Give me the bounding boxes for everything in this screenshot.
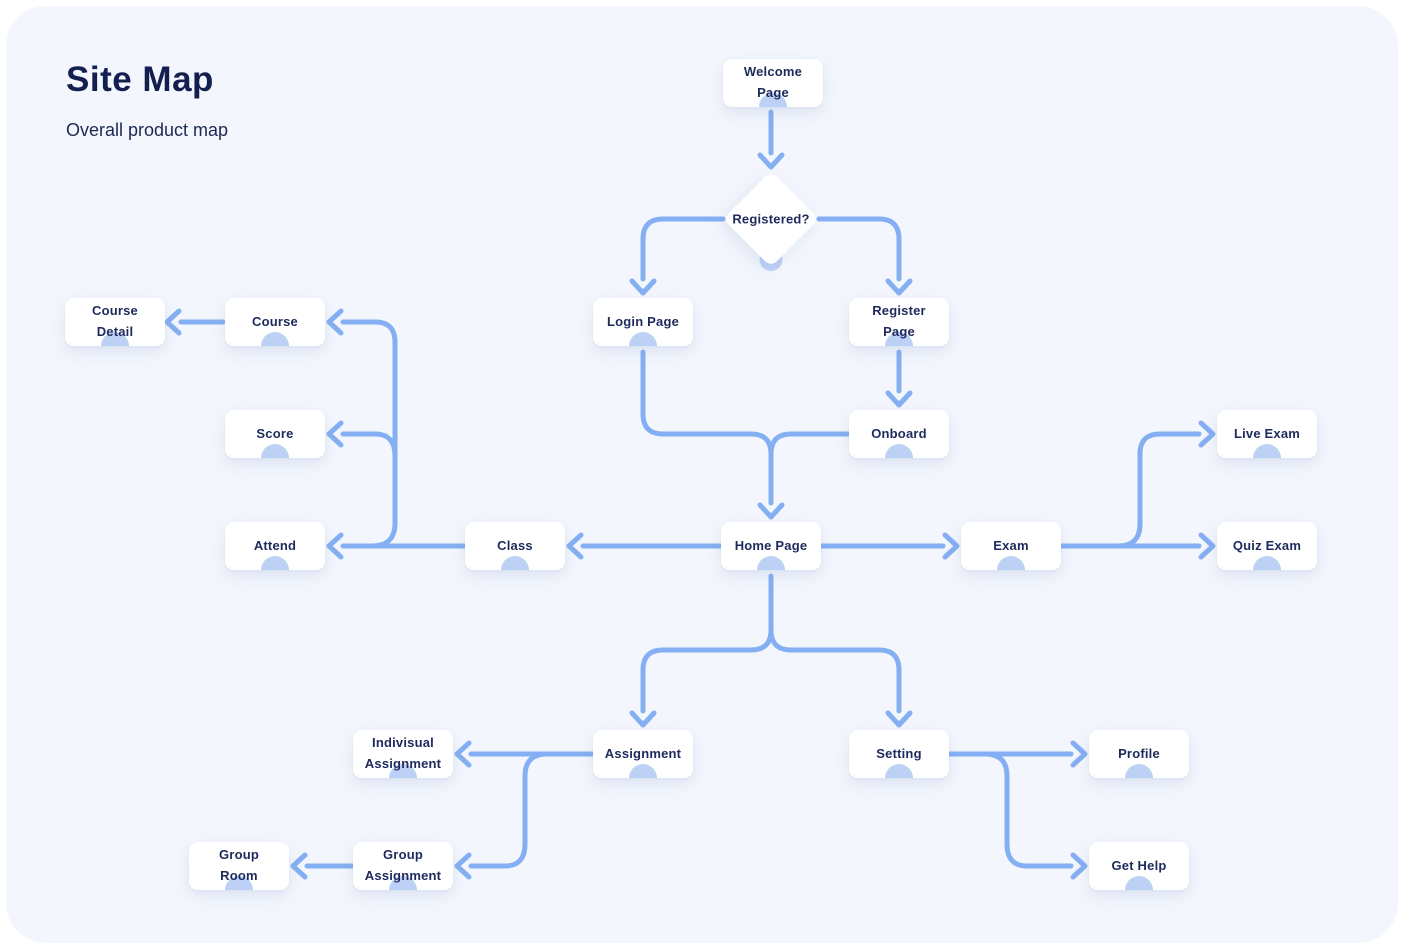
node-label: Welcome Page (743, 64, 803, 100)
connector-port (629, 764, 657, 778)
connector-port (997, 556, 1025, 570)
connector-port (389, 764, 417, 778)
node-score[interactable]: Score (225, 410, 325, 458)
edge-home-setting (768, 627, 913, 728)
node-home-page[interactable]: Home Page (721, 522, 821, 570)
connector-port (629, 332, 657, 346)
node-register-page[interactable]: Register Page (849, 298, 949, 346)
edge-assignment-indivisual (454, 740, 596, 768)
node-course[interactable]: Course (225, 298, 325, 346)
sitemap-canvas (6, 6, 1398, 943)
connector-port (1253, 556, 1281, 570)
edge-class-score (326, 420, 398, 459)
node-onboard[interactable]: Onboard (849, 410, 949, 458)
node-label: Course Detail (92, 303, 138, 339)
node-login-page[interactable]: Login Page (593, 298, 693, 346)
edge-registered-login (629, 216, 726, 296)
edge-register-onboard (885, 349, 913, 408)
node-label: Score (256, 425, 294, 441)
node-label: Group Room (219, 847, 259, 883)
connector-port (885, 764, 913, 778)
edge-setting-get-help (982, 751, 1088, 880)
connector-port (885, 444, 913, 458)
node-quiz-exam[interactable]: Quiz Exam (1217, 522, 1317, 570)
node-class[interactable]: Class (465, 522, 565, 570)
edge-class-course (326, 308, 398, 549)
node-label: Onboard (871, 425, 927, 441)
edge-login-home (640, 349, 785, 520)
connector-port (389, 876, 417, 890)
connector-port (501, 556, 529, 570)
edge-class-attend (326, 532, 468, 560)
edge-onboard-home (768, 431, 852, 465)
edge-welcome-registered (757, 109, 785, 170)
node-label: Class (497, 537, 533, 553)
node-label: Login Page (606, 313, 680, 329)
node-label: Course (252, 313, 298, 329)
node-label: Quiz Exam (1232, 537, 1302, 553)
node-label: Get Help (1111, 857, 1167, 873)
node-label: Registered? (732, 211, 810, 227)
node-exam[interactable]: Exam (961, 522, 1061, 570)
node-label: Exam (993, 537, 1029, 553)
node-indivisual-assignment[interactable]: Indivisual Assignment (353, 730, 453, 778)
connector-port (261, 332, 289, 346)
page-subtitle: Overall product map (66, 120, 229, 140)
edge-home-exam (818, 532, 960, 560)
node-label: Attend (253, 537, 297, 553)
edge-registered-register (816, 216, 913, 296)
node-label: Indivisual Assignment (364, 735, 442, 771)
connector-port (1125, 764, 1153, 778)
node-assignment[interactable]: Assignment (593, 730, 693, 778)
node-label: Live Exam (1233, 425, 1301, 441)
node-label: Register Page (872, 303, 926, 339)
node-label: Profile (1118, 745, 1160, 761)
node-setting[interactable]: Setting (849, 730, 949, 778)
edge-assignment-group-assignment (454, 751, 550, 880)
connector-port (261, 556, 289, 570)
node-attend[interactable]: Attend (225, 522, 325, 570)
connector-port (757, 556, 785, 570)
connector-port (101, 332, 129, 346)
connector-port (1253, 444, 1281, 458)
connector-port (261, 444, 289, 458)
edge-group-assignment-group-room (290, 852, 356, 880)
edge-setting-profile (946, 740, 1088, 768)
edge-exam-live-exam (1115, 420, 1216, 549)
edge-course-course-detail (164, 308, 226, 336)
node-course-detail[interactable]: Course Detail (65, 298, 165, 346)
node-profile[interactable]: Profile (1089, 730, 1189, 778)
node-label: Home Page (734, 537, 808, 553)
node-group-assignment[interactable]: Group Assignment (353, 842, 453, 890)
page-title: Site Map (66, 60, 214, 99)
node-welcome-page[interactable]: Welcome Page (723, 59, 823, 107)
node-live-exam[interactable]: Live Exam (1217, 410, 1317, 458)
connector-port (885, 332, 913, 346)
node-group-room[interactable]: Group Room (189, 842, 289, 890)
edge-home-assignment (629, 573, 774, 728)
node-label: Group Assignment (364, 847, 442, 883)
edge-home-class (566, 532, 724, 560)
node-label: Setting (876, 745, 922, 761)
connector-port (1125, 876, 1153, 890)
node-registered-decision[interactable]: Registered? (722, 170, 820, 271)
node-get-help[interactable]: Get Help (1089, 842, 1189, 890)
node-label: Assignment (604, 745, 682, 761)
connector-port (759, 93, 787, 107)
connector-port (225, 876, 253, 890)
